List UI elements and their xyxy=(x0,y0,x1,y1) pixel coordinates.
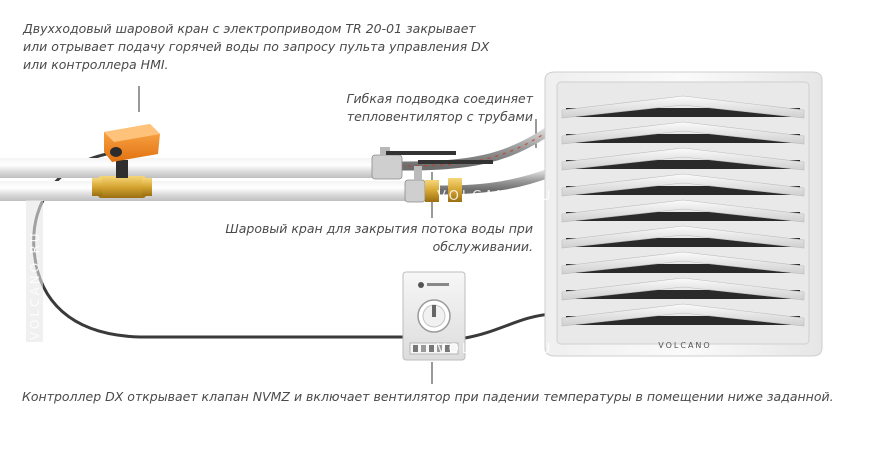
grille-slot xyxy=(566,134,800,143)
louvre-blade xyxy=(561,147,805,171)
caption-line: Гибкая подводка соединяет xyxy=(346,91,533,106)
watermark-vertical: VOLCANO.RU xyxy=(28,230,42,340)
caption-line: Двухходовый шаровой кран с электропривод… xyxy=(23,21,476,36)
louvre-blade xyxy=(561,303,805,327)
ball-valve-upper xyxy=(371,147,456,180)
watermark-upper: VOLCANO.RU xyxy=(437,189,553,204)
louvre-blade xyxy=(561,225,805,249)
ball-valve-lower xyxy=(404,160,493,203)
grille-slot xyxy=(566,316,800,325)
grille-slot xyxy=(566,264,800,273)
caption-line: Контроллер DX открывает клапан NVMZ и вк… xyxy=(22,389,834,404)
supply-pipe xyxy=(0,158,400,178)
caption-line: или контроллера HMI. xyxy=(23,57,169,72)
caption-line: или отрывает подачу горячей воды по запр… xyxy=(23,39,490,54)
grille-slot xyxy=(566,160,800,169)
louvre-blade xyxy=(561,173,805,197)
watermark-lower: VOLCANO.RU xyxy=(437,342,553,357)
return-pipe xyxy=(0,181,420,201)
heater-unit: VOLCANO xyxy=(544,71,823,357)
grille-slot xyxy=(566,290,800,299)
heater-cable xyxy=(464,312,553,340)
caption-controller: Контроллер DX открывает клапан NVMZ и вк… xyxy=(22,388,834,406)
louvre-blade xyxy=(561,251,805,275)
caption-line: обслуживании. xyxy=(432,239,533,254)
controller-box xyxy=(402,271,466,361)
motorized-valve xyxy=(92,124,160,198)
grille-slot xyxy=(566,212,800,221)
grille-slot xyxy=(566,186,800,195)
louvre-blade xyxy=(561,121,805,145)
grille-slot xyxy=(566,108,800,117)
caption-motorized-valve: Двухходовый шаровой кран с электропривод… xyxy=(23,20,489,74)
flex-hose-upper xyxy=(399,126,553,171)
grille-slot xyxy=(566,238,800,247)
caption-ball-valve: Шаровый кран для закрытия потока воды пр… xyxy=(225,220,533,256)
louvre-blade xyxy=(561,95,805,119)
heater-brand: VOLCANO xyxy=(658,341,711,350)
louvre-blade xyxy=(561,199,805,223)
louvre-blade xyxy=(561,277,805,301)
caption-flex-hose: Гибкая подводка соединяет тепловентилято… xyxy=(347,90,533,126)
caption-line: тепловентилятор с трубами xyxy=(346,109,533,124)
caption-line: Шаровый кран для закрытия потока воды пр… xyxy=(225,221,533,236)
